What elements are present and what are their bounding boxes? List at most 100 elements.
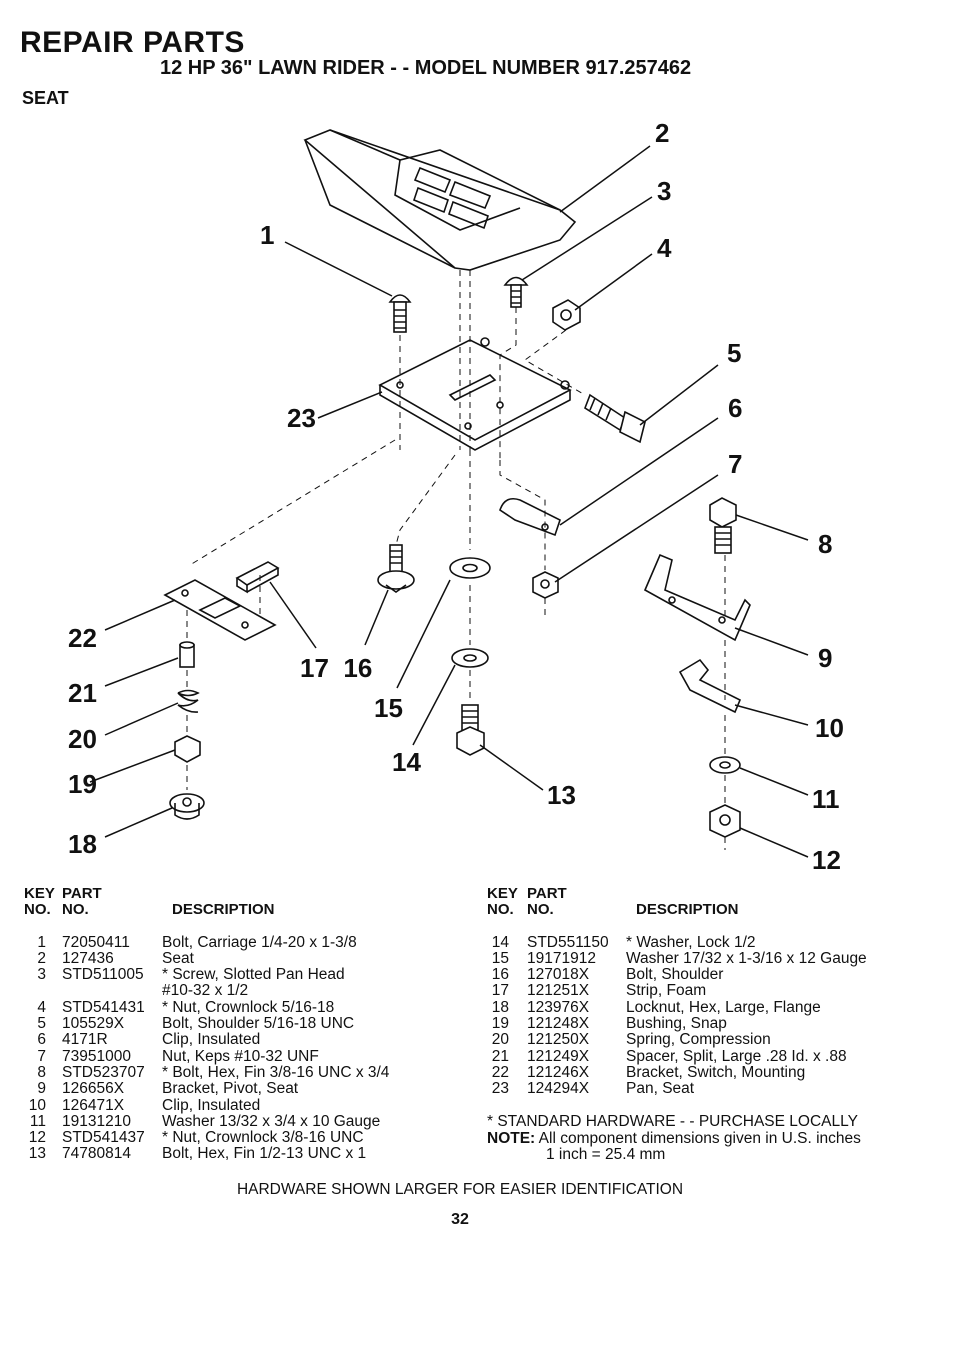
pan-head-screw-drawing (503, 276, 529, 308)
standard-hardware-note: * STANDARD HARDWARE - - PURCHASE LOCALLY (487, 1113, 858, 1130)
description-cell: Washer 17/32 x 1-3/16 x 12 Gauge (626, 949, 867, 967)
pivot-bracket-drawing (643, 553, 751, 642)
key-cell: 2 (37, 949, 46, 967)
description-cell: * Nut, Crownlock 3/8-16 UNC (162, 1129, 364, 1147)
crownlock-nut-drawing (552, 299, 581, 331)
key-cell: 10 (28, 1096, 46, 1114)
key-cell: 17 (491, 982, 509, 1000)
note-label: NOTE: (487, 1129, 536, 1147)
description-header: DESCRIPTION (172, 901, 275, 919)
callout-10: 10 (815, 713, 844, 743)
hex-bolt-large-drawing (456, 704, 485, 756)
description-cell: Pan, Seat (626, 1080, 695, 1098)
key-cell: 4 (37, 998, 46, 1016)
key-cell: 9 (37, 1080, 46, 1098)
exploded-parts-diagram: 1 2 3 4 5 6 7 8 9 10 11 12 13 14 15 17 1… (68, 118, 844, 875)
table-header-row: KEY PART (24, 885, 464, 902)
page-title: REPAIR PARTS (20, 26, 245, 59)
key-cell: 11 (29, 1112, 46, 1130)
table-header-row: NO. NO. DESCRIPTION (24, 901, 464, 919)
key-cell: 22 (491, 1063, 509, 1081)
foam-strip-drawing (235, 561, 280, 586)
part-number-cell: 127018X (527, 966, 590, 984)
part-number-cell: 121248X (527, 1015, 590, 1033)
callout-22: 22 (68, 623, 97, 653)
washer-drawing (709, 756, 741, 774)
key-cell: 23 (491, 1080, 509, 1098)
table-row: 10 126471X Clip, Insulated (24, 1096, 464, 1114)
callout-2: 2 (655, 118, 669, 148)
key-cell: 18 (491, 998, 509, 1016)
callout-13: 13 (547, 780, 576, 810)
clip-drawing (678, 658, 742, 714)
part-number-cell: 121249X (527, 1047, 590, 1065)
part-number-cell: 72050411 (62, 933, 130, 951)
insulated-clip-drawing (499, 497, 561, 537)
description-cell: Spacer, Split, Large .28 Id. x .88 (626, 1047, 847, 1065)
description-cell: Washer 13/32 x 3/4 x 10 Gauge (162, 1112, 381, 1130)
part-number-cell: 4171R (62, 1031, 108, 1049)
part-number-cell: 105529X (62, 1015, 125, 1033)
note-text: All component dimensions given in U.S. i… (538, 1129, 861, 1147)
callout-18: 18 (68, 829, 97, 859)
description-cell: Nut, Keps #10-32 UNF (162, 1047, 319, 1065)
description-cell: Bolt, Shoulder (626, 966, 724, 984)
description-cell: Bracket, Pivot, Seat (162, 1080, 299, 1098)
lock-washer-drawing (451, 648, 489, 668)
callout-17-16: 17 16 (300, 653, 372, 683)
table-row: 11 19131210 Washer 13/32 x 3/4 x 10 Gauge (24, 1112, 464, 1130)
key-cell: 7 (37, 1047, 46, 1065)
description-cell: * Screw, Slotted Pan Head (162, 966, 345, 984)
snap-bushing-drawing (174, 735, 201, 763)
callout-12: 12 (812, 845, 841, 875)
callout-3: 3 (657, 176, 671, 206)
table-header-row: NO. NO. DESCRIPTION (487, 901, 927, 918)
section-heading: SEAT (22, 88, 69, 108)
part-number-cell: 126471X (62, 1096, 125, 1114)
part-number-cell: 73951000 (62, 1047, 131, 1065)
key-cell: 19 (491, 1015, 509, 1033)
part-number-cell: 124294X (527, 1080, 590, 1098)
description-cell: Spring, Compression (626, 1031, 771, 1049)
part-number-cell: 19131210 (62, 1112, 131, 1130)
hex-bolt-drawing (709, 497, 737, 554)
compression-spring-drawing (177, 689, 200, 713)
key-no-header: NO. (24, 901, 51, 919)
description-cell: Clip, Insulated (162, 1096, 261, 1114)
model-subtitle: 12 HP 36" LAWN RIDER - - MODEL NUMBER 91… (160, 57, 692, 79)
part-number-cell: 19171912 (527, 949, 596, 967)
assembly-lines (186, 270, 726, 850)
part-number-cell: STD523707 (62, 1063, 145, 1081)
description-cell: Clip, Insulated (162, 1031, 261, 1049)
part-number-cell: 126656X (62, 1080, 125, 1098)
part-number-cell: 127436 (62, 949, 114, 967)
flat-washer-drawing (449, 557, 491, 579)
callout-5: 5 (727, 338, 741, 368)
hardware-identification-note: HARDWARE SHOWN LARGER FOR EASIER IDENTIF… (236, 1181, 684, 1198)
description-cell: * Bolt, Hex, Fin 3/8-16 UNC x 3/4 (162, 1063, 390, 1081)
description-cell: Bushing, Snap (626, 1015, 727, 1033)
table-row: 23 124294X Pan, Seat (487, 1080, 927, 1098)
table-row: #10-32 x 1/2 (24, 983, 464, 1000)
table-row: 9 126656X Bracket, Pivot, Seat (24, 1080, 464, 1098)
key-header: KEY (24, 885, 55, 902)
part-no-header: NO. (62, 901, 89, 919)
callout-15: 15 (374, 693, 403, 723)
table-row: 7 73951000 Nut, Keps #10-32 UNF (24, 1047, 464, 1065)
part-number-cell: STD541437 (62, 1129, 145, 1147)
seat-drawing (303, 129, 577, 271)
seat-pan-drawing (378, 337, 572, 451)
